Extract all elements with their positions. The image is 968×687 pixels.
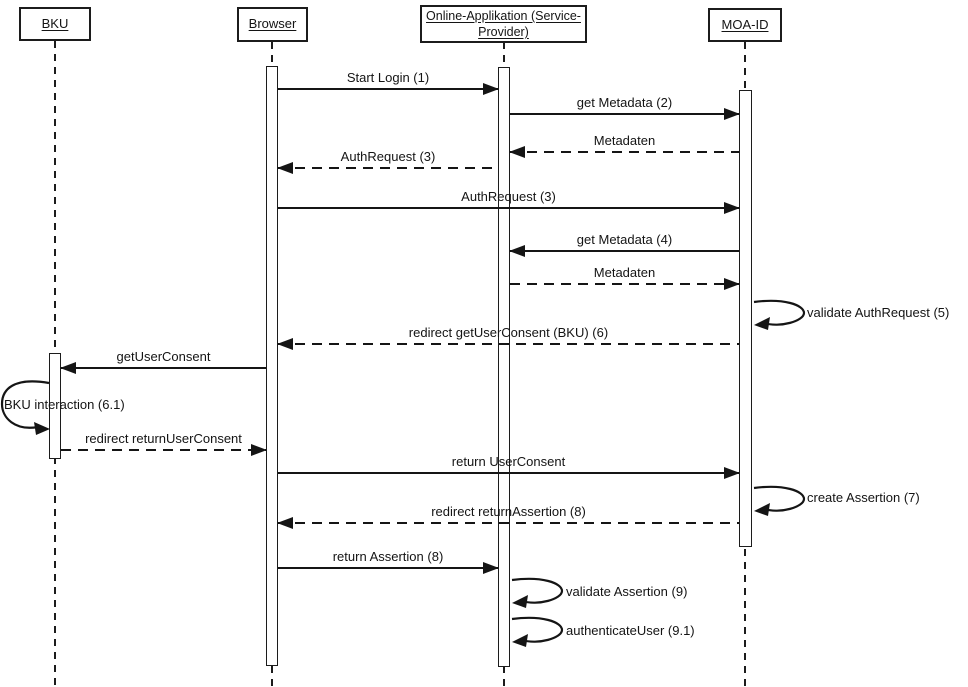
message-line — [278, 167, 498, 169]
self-loop-authenticateuser-icon — [511, 616, 564, 647]
message-line — [510, 283, 739, 285]
arrowhead-right-icon — [724, 108, 740, 120]
arrowhead-right-icon — [483, 83, 499, 95]
self-message-label-bku-interaction: BKU interaction (6.1) — [4, 397, 125, 412]
actor-label-online-applikation: Online-Applikation (Service-Provider) — [426, 8, 581, 39]
arrowhead-left-icon — [277, 162, 293, 174]
self-message-label-validate-assertion: validate Assertion (9) — [566, 584, 688, 599]
message-label: Metadaten — [593, 133, 656, 148]
self-loop-validate-assertion-icon — [511, 577, 564, 608]
activation-bar-browser — [266, 66, 278, 666]
arrowhead-left-icon — [509, 245, 525, 257]
message-line — [278, 567, 498, 569]
message-line — [278, 207, 739, 209]
message-line — [510, 250, 739, 252]
message-line — [510, 151, 739, 153]
actor-box-bku: BKU — [19, 7, 91, 41]
arrowhead-left-icon — [509, 146, 525, 158]
message-label: AuthRequest (3) — [340, 149, 436, 164]
actor-box-browser: Browser — [237, 7, 308, 42]
self-message-label-create-assertion: create Assertion (7) — [807, 490, 920, 505]
arrowhead-left-icon — [277, 338, 293, 350]
message-line — [61, 367, 266, 369]
message-label: redirect returnUserConsent — [85, 431, 242, 446]
actor-label-bku: BKU — [41, 15, 69, 31]
message-label: return UserConsent — [451, 454, 566, 469]
message-label: return Assertion (8) — [332, 549, 444, 564]
actor-label-moa-id: MOA-ID — [721, 16, 769, 32]
arrowhead-left-icon — [277, 517, 293, 529]
arrowhead-right-icon — [724, 202, 740, 214]
arrowhead-right-icon — [724, 278, 740, 290]
actor-box-moa-id: MOA-ID — [708, 8, 782, 42]
self-loop-validate-authrequest-icon — [753, 299, 806, 330]
message-label: Start Login (1) — [346, 70, 430, 85]
arrowhead-right-icon — [724, 467, 740, 479]
message-line — [278, 88, 498, 90]
actor-label-browser: Browser — [248, 16, 297, 32]
message-label: Metadaten — [593, 265, 656, 280]
self-loop-create-assertion-icon — [753, 485, 806, 516]
activation-bar-moa-id — [739, 90, 752, 547]
message-line — [61, 449, 266, 451]
activation-bar-bku — [49, 353, 61, 459]
message-label: redirect returnAssertion (8) — [431, 504, 586, 519]
message-line — [278, 522, 739, 524]
arrowhead-right-icon — [251, 444, 267, 456]
message-label: AuthRequest (3) — [461, 189, 556, 204]
self-message-label-validate-authrequest: validate AuthRequest (5) — [807, 305, 950, 320]
message-label: get Metadata (2) — [576, 95, 673, 110]
arrowhead-right-icon — [483, 562, 499, 574]
self-message-label-authenticateuser: authenticateUser (9.1) — [566, 623, 695, 638]
message-label: getUserConsent — [116, 349, 211, 364]
message-line — [278, 343, 739, 345]
message-line — [510, 113, 739, 115]
self-loop-bku-interaction-icon — [0, 380, 50, 435]
message-label: get Metadata (4) — [576, 232, 673, 247]
message-label: redirect getUserConsent (BKU) (6) — [408, 325, 609, 340]
arrowhead-left-icon — [60, 362, 76, 374]
message-line — [278, 472, 739, 474]
actor-box-online-applikation: Online-Applikation (Service-Provider) — [420, 5, 587, 43]
activation-bar-online-applikation — [498, 67, 510, 667]
